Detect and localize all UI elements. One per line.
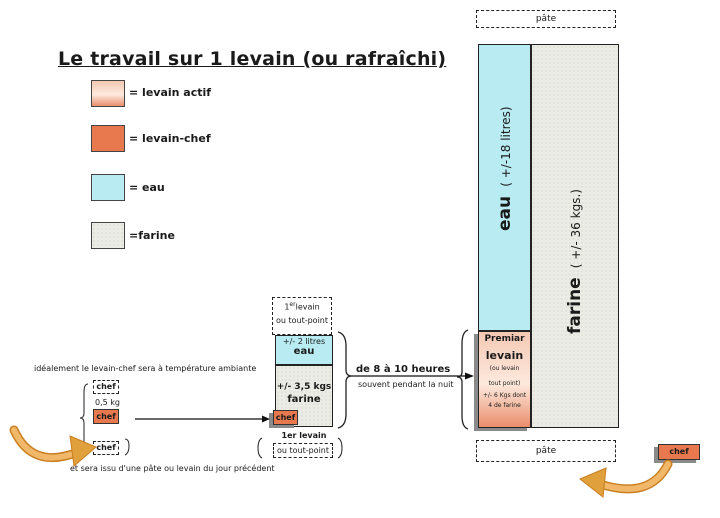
arrow-start-to-first-levain bbox=[135, 415, 270, 423]
legend-swatch-levain-actif bbox=[91, 80, 125, 107]
legend-label-eau: = eau bbox=[129, 181, 165, 194]
first-levain-flour-amount: +/- 3,5 kgs bbox=[276, 382, 332, 392]
first-levain-water-label: eau bbox=[293, 346, 315, 357]
pate-flour-column: farine ( +/- 36 kgs.) bbox=[531, 44, 619, 428]
first-levain-top-title: 1erlevain bbox=[284, 301, 320, 312]
rest-brace bbox=[337, 331, 353, 429]
pate-bottom-label: pâte bbox=[476, 440, 616, 462]
pate-top-label: pâte bbox=[476, 10, 616, 28]
curved-arrow-right bbox=[579, 459, 673, 498]
first-levain-water-amount: +/- 2 litres bbox=[282, 337, 326, 346]
legend-label-farine: =farine bbox=[129, 229, 175, 242]
rest-duration: de 8 à 10 heures bbox=[356, 364, 451, 375]
premier-levain-line-5: +/- 6 Kgs dont bbox=[482, 392, 527, 399]
first-levain-brace-left bbox=[257, 437, 263, 459]
first-levain-brace-right bbox=[337, 437, 343, 459]
pate-premier-levain: Premiar levain (ou levain tout point) +/… bbox=[478, 331, 531, 428]
legend-label-levain-actif: = levain actif bbox=[129, 86, 212, 99]
start-note-top: idéalement le levain-chef sera à tempéra… bbox=[34, 364, 257, 373]
premier-levain-line-4: tout point) bbox=[488, 380, 521, 387]
start-chef-label: chef bbox=[93, 380, 119, 394]
first-levain-bottom-label: 1er levain bbox=[281, 431, 327, 440]
start-brace-right bbox=[124, 438, 130, 456]
page-title: Le travail sur 1 levain (ou rafraîchi) bbox=[58, 48, 447, 70]
first-levain-top-subtitle: ou tout-point bbox=[275, 315, 329, 325]
legend-swatch-farine bbox=[91, 222, 125, 249]
first-levain-water: +/- 2 litres eau bbox=[275, 335, 333, 365]
legend-swatch-eau bbox=[91, 174, 125, 201]
premier-levain-line-2: levain bbox=[485, 349, 524, 362]
start-weight: 0,5 kg bbox=[95, 398, 120, 407]
final-chef-box: chef bbox=[658, 444, 700, 460]
legend-label-levain-chef: = levain-chef bbox=[129, 132, 211, 145]
premier-levain-line-6: 4 de farine bbox=[488, 402, 521, 409]
pate-brace-left bbox=[456, 329, 469, 430]
first-levain-bottom-box: ou tout-point bbox=[273, 443, 333, 458]
premier-levain-line-1: Premiar bbox=[484, 334, 525, 344]
arrow-rest-to-pate bbox=[352, 372, 474, 380]
premier-levain-line-3: (ou levain bbox=[489, 365, 520, 372]
rest-note: souvent pendant la nuit bbox=[358, 380, 454, 389]
legend-swatch-levain-chef bbox=[91, 125, 125, 152]
first-levain-chef-box: chef bbox=[273, 410, 298, 425]
first-levain-top-box: 1erlevain ou tout-point bbox=[272, 297, 332, 335]
pate-water-column: eau ( +/-18 litres) bbox=[478, 44, 531, 331]
start-chef-box: chef bbox=[93, 409, 119, 424]
start-note-bottom: et sera issu d'une pâte ou levain du jou… bbox=[70, 464, 275, 473]
first-levain-flour-label: farine bbox=[287, 394, 321, 405]
curved-arrow-left bbox=[9, 425, 97, 467]
